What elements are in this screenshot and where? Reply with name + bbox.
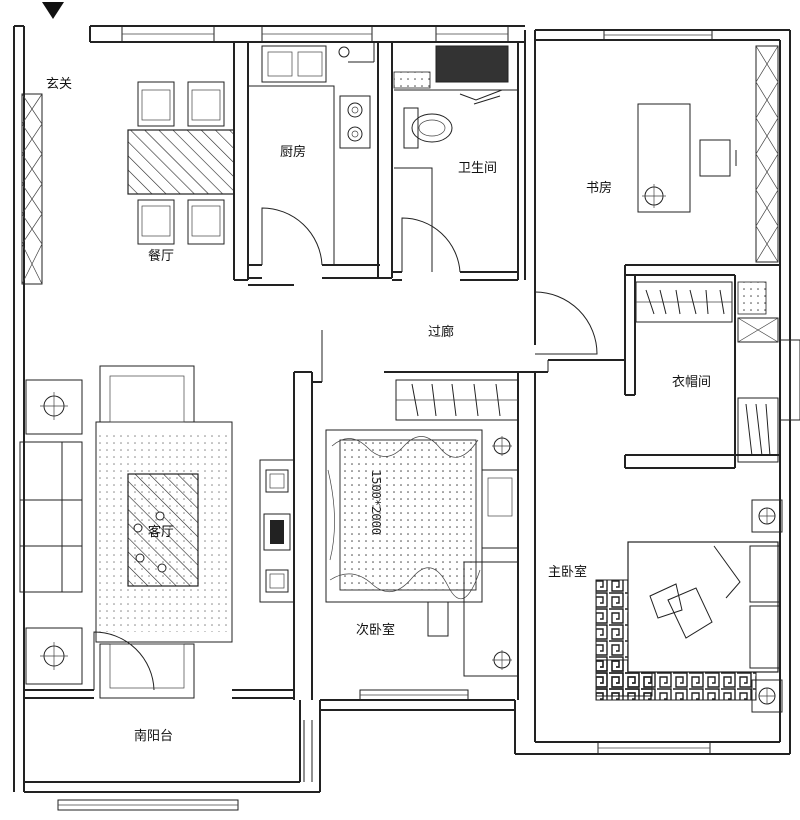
lamp-icon bbox=[642, 184, 666, 208]
interior-walls bbox=[24, 42, 780, 700]
room-label-master-bedroom: 主卧室 bbox=[548, 564, 587, 580]
room-label-cloakroom: 衣帽间 bbox=[672, 374, 711, 390]
stove-icon bbox=[339, 95, 371, 149]
entrance-arrow-icon bbox=[42, 2, 64, 19]
dining-set bbox=[127, 81, 235, 245]
room-label-bathroom: 卫生间 bbox=[458, 161, 497, 176]
room-label-entrance: 玄关 bbox=[46, 77, 72, 92]
cloakroom-wardrobe bbox=[635, 281, 779, 463]
sink-icon bbox=[261, 45, 327, 83]
room-label-dining: 餐厅 bbox=[148, 248, 174, 264]
entrance-cabinet bbox=[21, 93, 43, 285]
toilet-icon bbox=[411, 113, 453, 143]
bathroom-fixtures bbox=[393, 45, 518, 272]
room-label-study: 书房 bbox=[586, 180, 612, 196]
room-label-corridor: 过廊 bbox=[428, 324, 454, 340]
bed-size-label: 1500*2000 bbox=[369, 470, 383, 535]
room-label-kitchen: 厨房 bbox=[280, 144, 306, 160]
windows bbox=[57, 25, 800, 811]
room-label-south-balcony: 南阳台 bbox=[134, 728, 173, 744]
second-bedroom-furniture: 1500*2000 bbox=[325, 379, 519, 677]
doors bbox=[93, 207, 598, 691]
room-label-living: 客厅 bbox=[148, 524, 174, 540]
study-furniture bbox=[637, 45, 779, 263]
master-bedroom-furniture bbox=[595, 499, 783, 713]
kitchen-counter bbox=[248, 42, 375, 266]
room-label-second-bedroom: 次卧室 bbox=[356, 622, 395, 638]
living-room-furniture bbox=[19, 365, 295, 699]
tv-icon bbox=[259, 459, 295, 603]
